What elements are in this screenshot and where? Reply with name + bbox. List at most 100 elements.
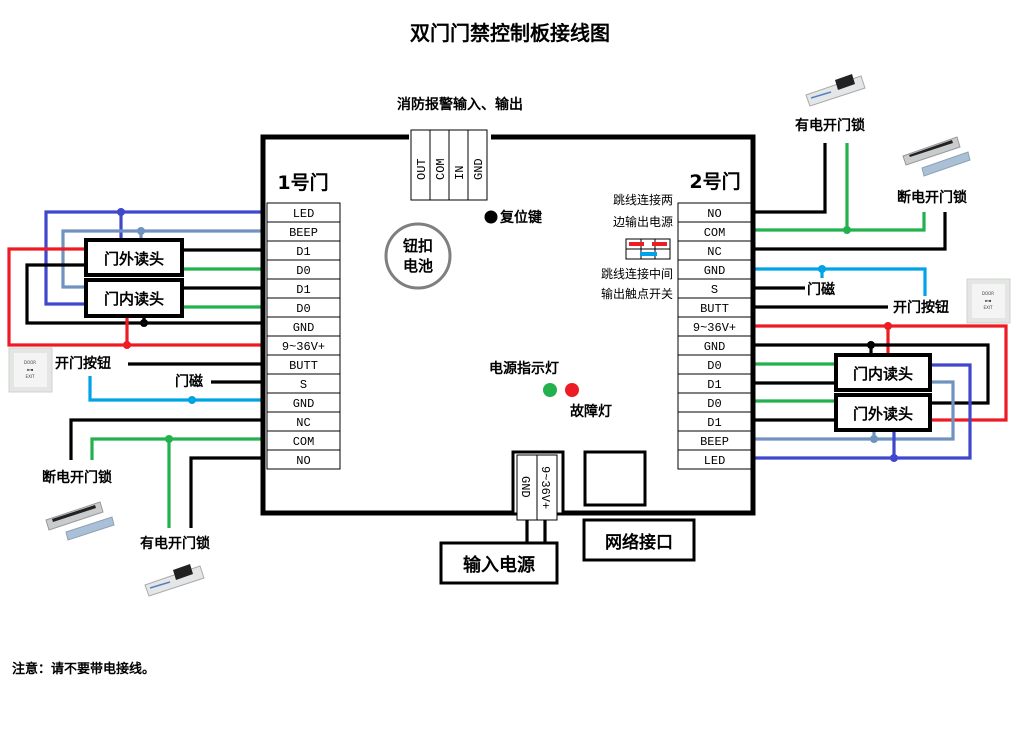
fire-alarm-terminal-label: OUT: [415, 158, 429, 180]
door1-fail-secure-lock-icon: [45, 501, 115, 541]
door2-reader-out-label: 门外读头: [853, 405, 913, 423]
door2-power-wire: [752, 324, 1008, 422]
fire-alarm-label: 消防报警输入、输出: [397, 96, 523, 113]
door1-terminal-label: COM: [293, 435, 315, 449]
control-board: [260, 134, 756, 516]
jumper-note-bottom-1: 跳线连接中间: [601, 266, 673, 281]
network-port-label: 网络接口: [605, 532, 673, 553]
door2-button-gnd-wire: [752, 267, 927, 296]
svg-text:EXIT: EXIT: [26, 374, 35, 379]
door1-terminal-label: GND: [293, 397, 315, 411]
door1-led-wire: [44, 210, 265, 306]
door1-terminal-label: LED: [293, 207, 315, 221]
door2-fail-safe-lock-label: 有电开门锁: [795, 117, 865, 134]
door2-nc-wire: [752, 212, 947, 251]
door2-terminal-label: GND: [704, 264, 726, 278]
door1-terminal-label: S: [300, 378, 307, 392]
door1-terminal-label: 9~36V+: [282, 340, 325, 354]
network-port-icon: [583, 450, 647, 507]
door1-reader-out-label: 门外读头: [104, 250, 164, 268]
reset-button-label: 复位键: [499, 209, 543, 226]
door2-com-wire: [752, 212, 926, 232]
network-port-box: [582, 518, 696, 562]
door2-terminal-label: S: [711, 283, 718, 297]
door1-terminal-label: D0: [296, 264, 310, 278]
door1-fail-secure-lock-label: 断电开门锁: [42, 469, 112, 486]
jumper-icon[interactable]: [625, 238, 671, 260]
svg-text:DOOR: DOOR: [24, 360, 36, 365]
door1-terminal-label: D0: [296, 302, 310, 316]
door2-label: 2号门: [689, 170, 740, 193]
door1-power-wire: [7, 247, 265, 347]
door1-no-wire: [189, 456, 265, 528]
power-led-icon: [543, 383, 557, 397]
door2-fail-secure-lock-label: 断电开门锁: [897, 189, 967, 206]
door2-terminal-label: LED: [704, 454, 726, 468]
door1-reader-in-label: 门内读头: [104, 290, 164, 308]
door2-terminal-label: D1: [707, 378, 721, 392]
door2-door-sensor-label: 门磁: [807, 281, 835, 298]
door1-label: 1号门: [277, 171, 328, 194]
jumper-note-top-2: 边输出电源: [613, 214, 673, 229]
door1-fail-safe-lock-icon: [144, 564, 205, 597]
door1-nc-wire: [69, 418, 265, 460]
door2-exit-button-label: 开门按钮: [893, 299, 949, 316]
power-terminal-gnd: GND: [518, 476, 532, 498]
door2-terminal-label: BEEP: [700, 435, 729, 449]
door2-terminal-label: 9~36V+: [693, 321, 736, 335]
door1-terminal-label: BEEP: [289, 226, 318, 240]
door2-fail-secure-lock-icon: [902, 136, 971, 177]
jumper-note-bottom-2: 输出触点开关: [601, 286, 673, 301]
door2-no-wire: [752, 143, 827, 214]
diagram-title: 双门门禁控制板接线图: [410, 21, 610, 45]
door1-beep-wire: [61, 229, 265, 289]
svg-text:⊶: ⊶: [985, 297, 992, 305]
reset-button-icon[interactable]: [484, 210, 498, 224]
door2-terminal-label: NO: [707, 207, 721, 221]
door1-com-wire: [90, 437, 265, 460]
coin-battery-label-1: 钮扣: [403, 237, 433, 255]
door1-terminal-label: NC: [296, 416, 310, 430]
door2-terminal[interactable]: [677, 449, 752, 470]
door2-exit-button-icon: DOOR ⊶ EXIT: [966, 278, 1011, 324]
fire-alarm-terminal-block: OUT COM IN GND: [410, 129, 488, 201]
fire-alarm-terminal-label: GND: [472, 158, 486, 180]
door2-terminal-label: D0: [707, 359, 721, 373]
door1-terminal-label: NO: [296, 454, 310, 468]
fault-led-label: 故障灯: [570, 403, 612, 420]
door1-exit-button-icon: DOOR ⊶ EXIT: [8, 347, 53, 393]
door2-led-wire: [752, 363, 972, 460]
coin-battery-icon: [384, 222, 452, 290]
power-input-box: [439, 541, 559, 585]
safety-note: 注意：请不要带电接线。: [12, 661, 155, 677]
door2-terminal-label: NC: [707, 245, 721, 259]
jumper-note-top-1: 跳线连接两: [613, 192, 673, 207]
door1-reader-in: [84, 278, 184, 318]
door2-terminal-label: GND: [704, 340, 726, 354]
door2-terminal-label: D0: [707, 397, 721, 411]
door1-terminal-label: BUTT: [289, 359, 318, 373]
coin-battery-label-2: 电池: [403, 257, 433, 275]
door2-reader-out: [834, 393, 932, 432]
door2-wires: [752, 143, 1008, 462]
fire-alarm-terminal-label: IN: [453, 166, 467, 180]
door2-fail-safe-lock-icon: [805, 74, 866, 107]
door1-terminal[interactable]: [266, 449, 341, 470]
svg-text:DOOR: DOOR: [982, 291, 994, 296]
power-input-terminal-block: GND 9~36V+: [516, 454, 558, 521]
door2-reader-in: [834, 353, 932, 392]
fire-alarm-terminal-label: COM: [434, 158, 448, 180]
door2-reader-in-label: 门内读头: [853, 365, 913, 383]
door1-terminal-label: D1: [296, 283, 310, 297]
svg-text:⊶: ⊶: [27, 366, 34, 374]
door1-terminal-label: GND: [293, 321, 315, 335]
door2-terminal-label: COM: [704, 226, 726, 240]
door1-wires: [7, 208, 265, 528]
svg-text:EXIT: EXIT: [984, 305, 993, 310]
fire-alarm-terminal[interactable]: [448, 129, 469, 201]
door1-terminal-label: D1: [296, 245, 310, 259]
fire-alarm-terminal[interactable]: [467, 129, 488, 201]
